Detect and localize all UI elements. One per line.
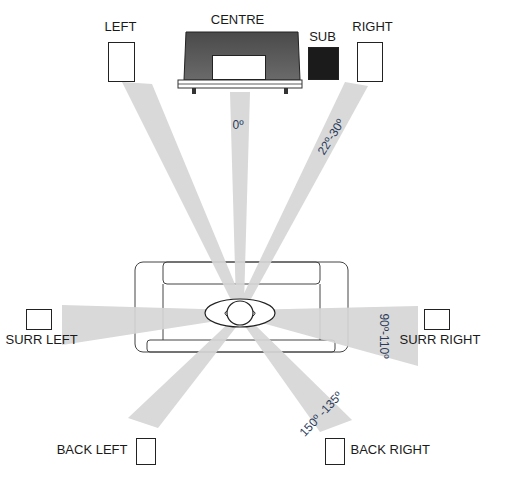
speaker-box: BACK LEFT — [136, 438, 156, 465]
speaker-box: SURR RIGHT — [424, 309, 450, 330]
listener-head — [205, 299, 275, 327]
speaker-box: BACK RIGHT — [325, 438, 345, 465]
speaker-label: BACK LEFT — [57, 442, 128, 457]
angle-label: 90º-110º — [377, 313, 391, 358]
speaker-box: SURR LEFT — [26, 309, 52, 330]
listening-beams — [62, 82, 418, 432]
speaker-label: RIGHT — [352, 19, 392, 34]
angle-label: 0º — [232, 118, 243, 132]
speaker-label: SURR LEFT — [6, 332, 78, 347]
speaker-box: LEFT — [108, 42, 135, 82]
television — [178, 32, 302, 94]
speaker-label: BACK RIGHT — [351, 442, 430, 457]
speaker-label: SURR RIGHT — [400, 332, 481, 347]
subwoofer-box: SUB — [308, 47, 339, 80]
speaker-label: SUB — [309, 29, 336, 44]
speaker-label: LEFT — [105, 19, 137, 34]
centre-speaker: CENTRE — [212, 55, 266, 80]
speaker-box: RIGHT — [357, 42, 383, 82]
speaker-label: CENTRE — [211, 12, 264, 27]
